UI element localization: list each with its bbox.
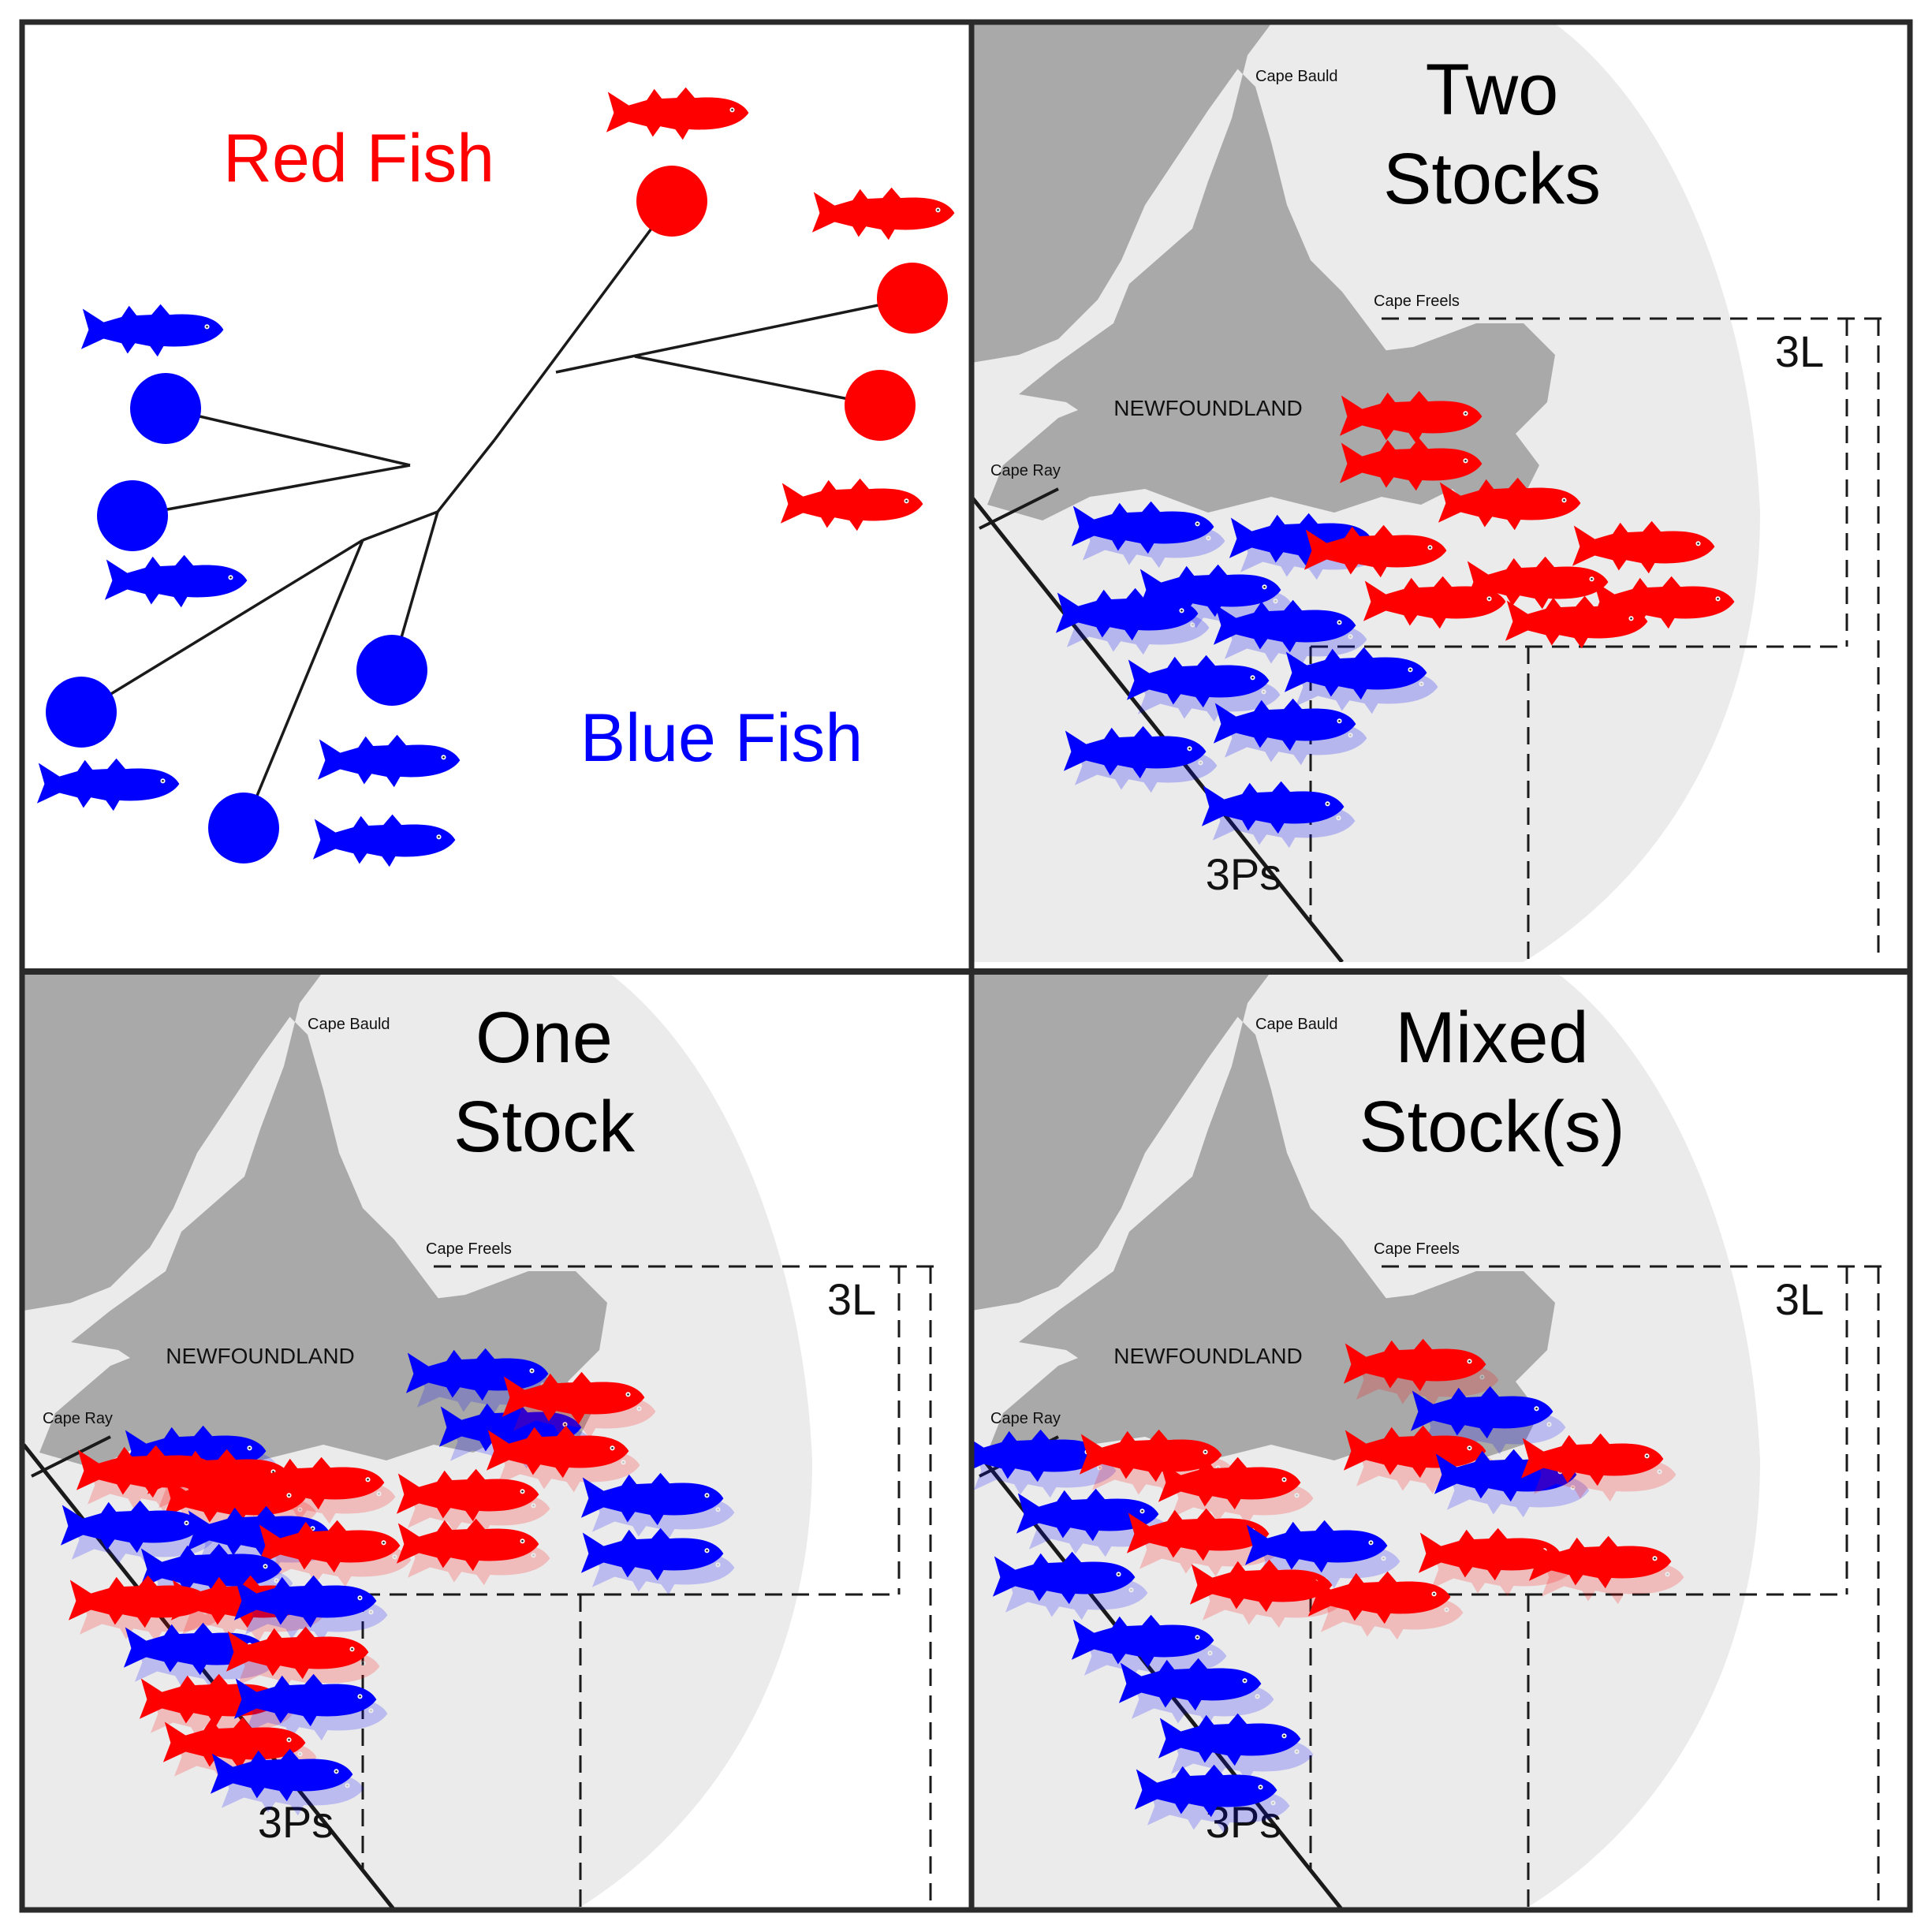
cape-bauld-label: Cape Bauld bbox=[308, 1016, 390, 1033]
cape-bauld-label: Cape Bauld bbox=[1255, 68, 1338, 85]
tree-tip-red bbox=[877, 263, 948, 334]
cape-ray-label: Cape Ray bbox=[43, 1410, 113, 1427]
figure-frame bbox=[19, 19, 1913, 1913]
labrador-land bbox=[24, 972, 323, 1311]
zone-3l-label: 3L bbox=[1775, 1274, 1824, 1324]
newfoundland-label: NEWFOUNDLAND bbox=[1113, 396, 1303, 420]
zone-3l-label: 3L bbox=[827, 1274, 876, 1324]
map-title-line2: Stock(s) bbox=[1359, 1087, 1624, 1167]
map-title-line2: Stock bbox=[453, 1087, 636, 1167]
cape-freels-label: Cape Freels bbox=[1374, 1240, 1460, 1258]
zone-3l-label: 3L bbox=[1775, 326, 1824, 376]
zone-boundary bbox=[972, 495, 1344, 962]
red-fish-label: Red Fish bbox=[223, 121, 494, 196]
zone-3ps-label: 3Ps bbox=[1206, 849, 1282, 899]
nafo-zone-lines bbox=[361, 1265, 938, 1910]
cape-freels-label: Cape Freels bbox=[426, 1240, 512, 1258]
map-title-line1: Mixed bbox=[1395, 998, 1588, 1078]
northern-peninsula bbox=[1019, 39, 1413, 449]
cape-ray-label: Cape Ray bbox=[990, 1410, 1061, 1427]
map-title-line1: Two bbox=[1426, 50, 1559, 130]
tree-tip-blue bbox=[208, 793, 279, 863]
nafo-zone-lines bbox=[1309, 317, 1886, 962]
newfoundland-island bbox=[987, 1271, 1555, 1468]
tree-tip-red bbox=[636, 166, 707, 237]
labrador-land bbox=[972, 24, 1271, 363]
tree-tips bbox=[46, 166, 948, 863]
tree-panel: Red Fish Blue Fish bbox=[24, 24, 972, 970]
cape-freels-label: Cape Freels bbox=[1374, 293, 1460, 310]
labrador-land bbox=[972, 972, 1271, 1311]
tree-tip-blue bbox=[130, 373, 201, 444]
newfoundland-label: NEWFOUNDLAND bbox=[166, 1344, 355, 1368]
tree-tip-blue bbox=[97, 480, 168, 551]
map-title-line1: One bbox=[476, 998, 613, 1078]
map-title-line2: Stocks bbox=[1383, 139, 1601, 219]
tree-tip-blue bbox=[356, 635, 427, 706]
northern-peninsula bbox=[71, 987, 465, 1397]
newfoundland-label: NEWFOUNDLAND bbox=[1113, 1344, 1303, 1368]
tree-tip-blue bbox=[46, 677, 117, 748]
cape-bauld-label: Cape Bauld bbox=[1255, 1016, 1338, 1033]
tree-tip-red bbox=[845, 370, 916, 441]
cape-ray-label: Cape Ray bbox=[990, 462, 1061, 479]
northern-peninsula bbox=[1019, 987, 1413, 1397]
blue-fish-label: Blue Fish bbox=[580, 700, 863, 776]
